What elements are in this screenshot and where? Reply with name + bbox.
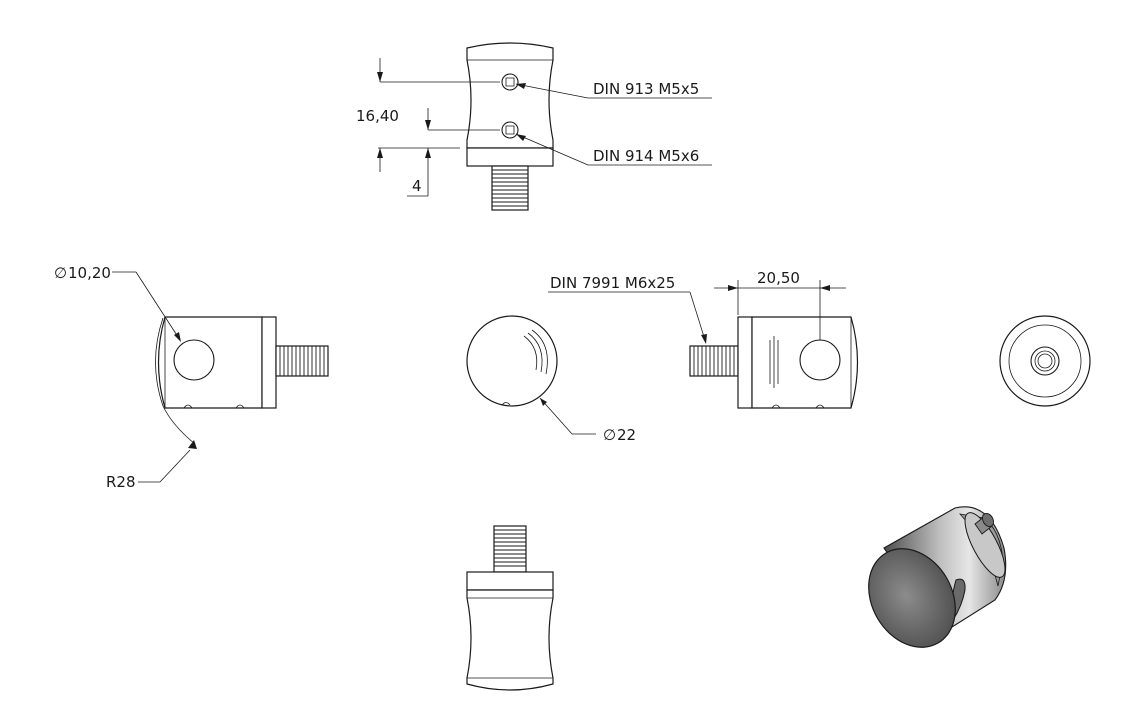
set-screw-top <box>501 73 519 91</box>
dim-hole-diameter-label: 10,20 <box>68 264 111 282</box>
iso-stud <box>974 512 995 535</box>
top-view-collar <box>466 147 554 167</box>
right-view-collar <box>737 316 753 409</box>
dim-vertical-label: 16,40 <box>356 107 399 125</box>
dim-hole-position-label: 20,50 <box>757 269 800 287</box>
bottom-view-stud <box>493 525 527 573</box>
iso-domed-face <box>868 548 956 648</box>
callout-bottom-screw: DIN 914 M5x6 <box>593 147 699 165</box>
top-view-stud <box>491 165 529 211</box>
right-view-cross-hole <box>799 339 841 381</box>
bottom-view <box>466 525 554 691</box>
end-view <box>999 315 1091 407</box>
callout-threaded-stud: DIN 7991 M6x25 <box>550 274 675 292</box>
callout-top-screw: DIN 913 M5x5 <box>593 80 699 98</box>
top-view-body <box>466 42 554 149</box>
face-view: ∅ 22 <box>466 315 636 444</box>
left-view: R28 ∅ 10,20 <box>54 264 329 491</box>
right-view: 20,50 DIN 7991 M6x25 <box>548 269 859 409</box>
face-view-disc <box>466 315 558 407</box>
iso-collar-ring <box>964 512 1006 578</box>
left-view-cross-hole <box>173 339 215 381</box>
left-view-collar <box>261 316 277 409</box>
bottom-view-collar <box>466 571 554 591</box>
dim-offset-label: 4 <box>412 177 422 195</box>
isometric-view <box>868 506 1007 648</box>
dim-face-diameter-label: 22 <box>617 426 636 444</box>
bottom-view-body <box>466 589 554 691</box>
dim-radius-label: R28 <box>106 473 136 491</box>
diameter-symbol-face: ∅ <box>603 426 616 444</box>
right-view-stud <box>689 345 739 377</box>
left-view-stud <box>275 345 329 377</box>
set-screw-bottom <box>501 121 519 139</box>
diameter-symbol-left: ∅ <box>54 264 67 282</box>
top-view: 16,40 4 DIN 913 M5x5 DIN 914 M5x6 <box>356 42 712 211</box>
